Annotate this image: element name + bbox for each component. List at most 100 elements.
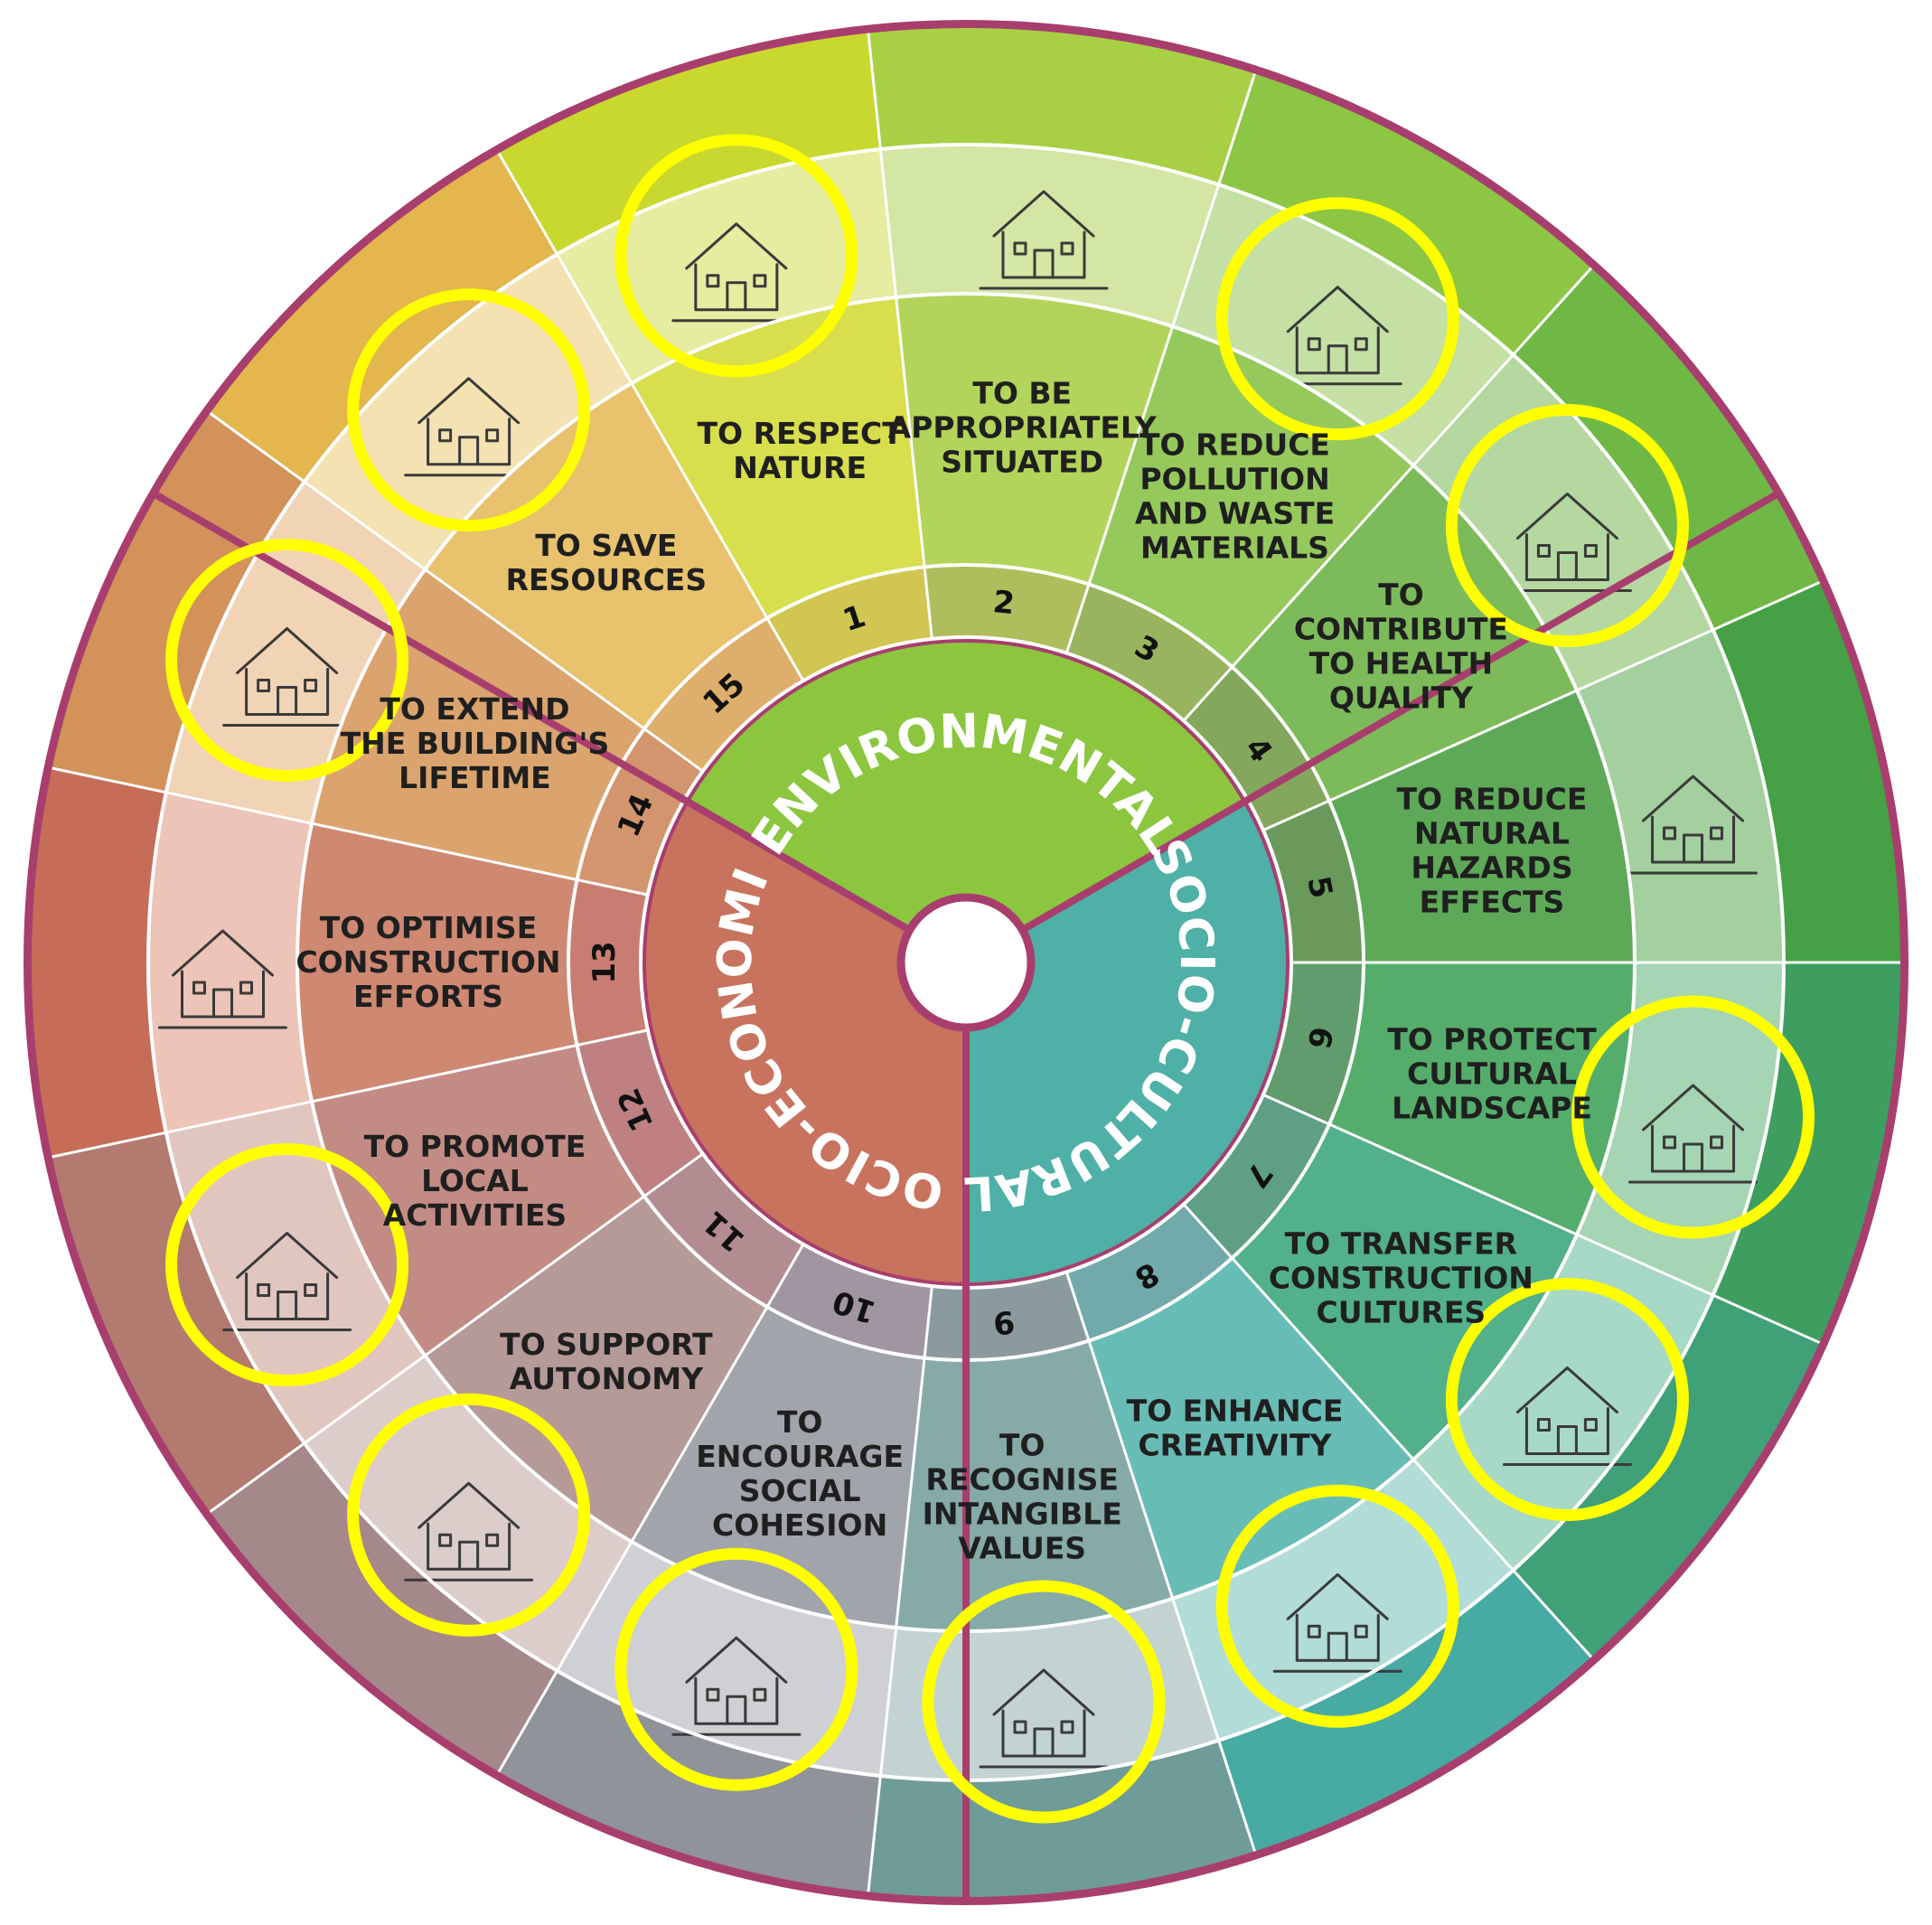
segment-number-9: 9	[991, 1303, 1017, 1341]
segment-label-line: TO BE	[972, 375, 1072, 410]
house-sketch-icon	[671, 222, 802, 323]
house-sketch-icon	[1272, 286, 1402, 386]
segment-label-line: CULTURAL	[1407, 1056, 1577, 1092]
rim-segment-11	[210, 1442, 558, 1772]
segment-divider	[867, 33, 933, 640]
segment-label-line: TO OPTIMISE	[320, 910, 538, 945]
rim-segment-13	[32, 768, 166, 1157]
highlight-circle-14	[165, 538, 409, 782]
illustration-segment-5	[1577, 629, 1784, 963]
label-segment-8	[1088, 1257, 1414, 1599]
label-segment-10	[632, 1307, 925, 1628]
segment-divider	[52, 1028, 649, 1159]
label-segment-6	[1328, 963, 1635, 1235]
illustration-segment-2	[880, 145, 1219, 327]
house-sketch-icon	[404, 1481, 534, 1582]
house-sketch-icon	[222, 1232, 352, 1332]
rim-segment-7	[1513, 1295, 1820, 1657]
segment-label-line: LOCAL	[421, 1163, 529, 1198]
number-segment-1	[767, 567, 933, 681]
segment-label-line: LIFETIME	[399, 760, 551, 795]
segment-label-line: CONSTRUCTION	[1269, 1261, 1533, 1296]
segment-label-line: ENCOURAGE	[696, 1439, 904, 1474]
segment-label-line: NATURAL	[1414, 815, 1570, 850]
segment-label-line: APPROPRIATELY	[888, 409, 1158, 445]
label-segment-14	[312, 569, 645, 880]
segment-divider	[1262, 1094, 1821, 1344]
segment-label-line: TO	[1378, 577, 1424, 612]
house-sketch-icon	[222, 626, 352, 727]
number-segment-6	[1262, 963, 1364, 1124]
segment-label-line: TO TRANSFER	[1285, 1226, 1517, 1262]
house-sketch-icon	[1502, 1366, 1632, 1466]
number-segment-14	[577, 728, 703, 896]
highlight-circle-6	[1571, 995, 1815, 1239]
segment-label-line: CONTRIBUTE	[1294, 611, 1508, 646]
segment-divider	[867, 1285, 933, 1892]
segment-label-line: CREATIVITY	[1138, 1427, 1332, 1462]
house-sketch-icon	[979, 190, 1109, 290]
segment-label-line: TO PROTECT	[1387, 1022, 1597, 1057]
segment-label-line: AUTONOMY	[510, 1361, 704, 1396]
label-segment-2	[896, 293, 1173, 585]
segment-divider	[1064, 1271, 1256, 1852]
segment-number-2: 2	[991, 584, 1017, 622]
rim-segment-14	[52, 413, 305, 793]
house-sketch-icon	[1502, 493, 1632, 593]
segment-label-line: TO RESPECT	[698, 416, 904, 451]
segment-label-line: HAZARDS	[1411, 850, 1572, 885]
number-segment-7	[1183, 1094, 1329, 1258]
highlight-circle-11	[347, 1393, 591, 1637]
rim-segment-12	[52, 1132, 305, 1512]
segment-divider	[497, 1244, 805, 1773]
number-segment-10	[767, 1244, 933, 1358]
segment-divider	[1064, 73, 1256, 654]
segment-label-line: ACTIVITIES	[383, 1197, 567, 1233]
rim-segment-8	[1218, 1570, 1591, 1852]
segment-number-13: 13	[586, 941, 623, 983]
segment-divider	[209, 1152, 704, 1513]
segment-divider	[1182, 267, 1592, 722]
segment-label-line: LANDSCAPE	[1392, 1091, 1592, 1126]
segment-label-line: TO HEALTH	[1309, 645, 1493, 681]
highlight-circle-4	[1445, 404, 1689, 648]
segment-label-line: TO ENHANCE	[1127, 1393, 1344, 1428]
label-segment-3	[1088, 326, 1414, 668]
segment-divider	[1262, 581, 1821, 831]
illustration-segment-13	[148, 792, 313, 1133]
segment-dividers	[52, 33, 1900, 1902]
rim-segment-2	[868, 28, 1255, 185]
rim-segment-5	[1712, 582, 1900, 963]
segment-label-line: TO PROMOTE	[364, 1129, 586, 1164]
segment-label-line: NATURE	[733, 450, 867, 485]
segment-label-line: TO	[999, 1428, 1046, 1463]
segment-label-line: SITUATED	[941, 444, 1103, 479]
segment-label-line: QUALITY	[1329, 680, 1474, 715]
segment-label-line: MATERIALS	[1140, 531, 1329, 566]
segment-label-line: EFFECTS	[1420, 884, 1565, 919]
dimension-env	[689, 643, 1243, 930]
dimension-divider	[150, 489, 912, 934]
segment-divider	[497, 152, 805, 681]
highlight-circle-9	[922, 1580, 1166, 1824]
highlight-circle-15	[347, 288, 591, 532]
number-segment-4	[1183, 667, 1329, 831]
segment-label-line: CULTURES	[1317, 1295, 1487, 1330]
segment-label-line: TO SAVE	[535, 528, 677, 563]
label-segment-1	[632, 297, 925, 618]
segment-divider	[209, 412, 704, 773]
segment-label-line: SOCIAL	[739, 1473, 861, 1508]
number-segment-5	[1262, 801, 1364, 963]
highlight-circle-8	[1215, 1484, 1459, 1728]
number-ring	[568, 564, 1364, 1360]
